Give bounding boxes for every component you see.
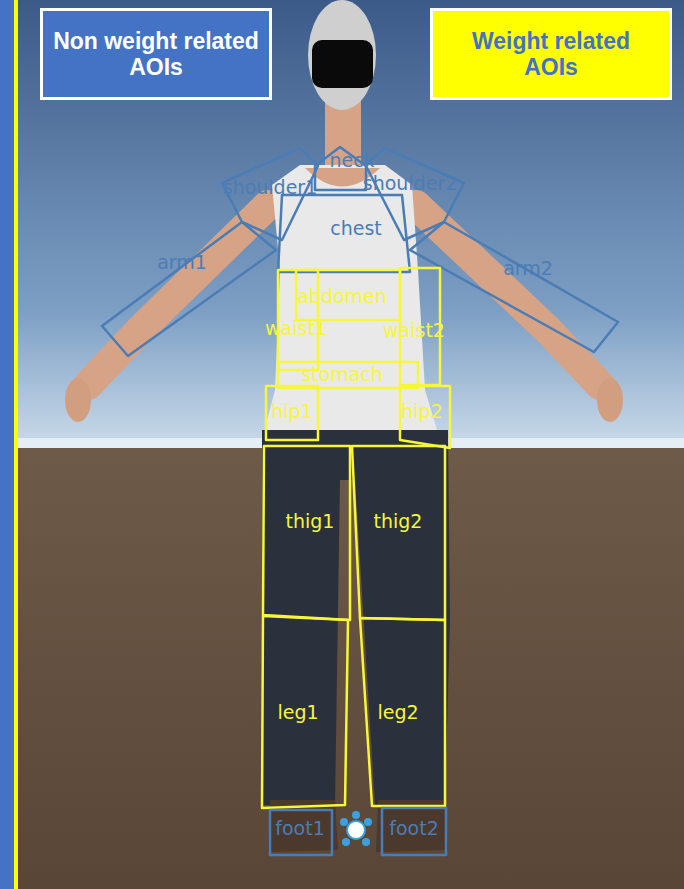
aoi-polygon bbox=[382, 808, 446, 855]
legend-swatch: Weight related AOIs bbox=[430, 8, 672, 100]
aoi-region: thig1 bbox=[263, 446, 350, 620]
legend-text: Non weight related AOIs bbox=[43, 28, 269, 81]
aoi-label: leg2 bbox=[377, 703, 418, 722]
aoi-label: chest bbox=[330, 219, 382, 238]
aoi-polygon bbox=[278, 362, 418, 388]
vr-goggles bbox=[312, 40, 373, 88]
aoi-region: waist1 bbox=[278, 270, 318, 370]
aoi-polygon bbox=[400, 386, 450, 448]
aoi-region: chest bbox=[278, 195, 410, 272]
aoi-polygon bbox=[296, 270, 400, 320]
hand bbox=[597, 378, 623, 422]
aoi-label: waist2 bbox=[383, 321, 445, 340]
aoi-outline bbox=[352, 446, 445, 620]
aoi-outline bbox=[263, 446, 350, 620]
aoi-region: arm1 bbox=[102, 222, 276, 356]
aoi-region: waist2 bbox=[400, 268, 440, 385]
border-line bbox=[14, 0, 18, 889]
aoi-label: thig2 bbox=[374, 512, 423, 531]
aoi-label: neck bbox=[329, 151, 374, 170]
aoi-region: foot2 bbox=[382, 808, 446, 855]
legend-swatch: Non weight related AOIs bbox=[40, 8, 272, 100]
aoi-label: hip1 bbox=[271, 402, 312, 421]
helmet bbox=[308, 0, 376, 110]
aoi-label: foot1 bbox=[275, 819, 324, 838]
aoi-label: leg1 bbox=[277, 703, 318, 722]
aoi-label: arm2 bbox=[503, 259, 553, 278]
aoi-label: foot2 bbox=[389, 819, 438, 838]
aoi-polygon bbox=[266, 386, 318, 440]
aoi-label: thig1 bbox=[286, 512, 335, 531]
aoi-polygon bbox=[278, 195, 410, 272]
aoi-polygon bbox=[352, 446, 445, 620]
tank-top bbox=[262, 165, 440, 440]
aoi-region: leg1 bbox=[262, 616, 348, 808]
aoi-region: hip1 bbox=[266, 386, 318, 440]
aoi-label: abdomen bbox=[297, 287, 387, 306]
aoi-polygon bbox=[262, 616, 348, 808]
aoi-outline bbox=[102, 222, 276, 356]
aoi-label: shoulder1 bbox=[223, 178, 318, 197]
aoi-label: waist1 bbox=[265, 319, 327, 338]
light-gizmo bbox=[340, 811, 372, 846]
aoi-region: abdomen bbox=[296, 270, 400, 320]
aoi-label: arm1 bbox=[157, 253, 207, 272]
aoi-region: thig2 bbox=[352, 446, 445, 620]
legend-text: Weight related AOIs bbox=[433, 28, 669, 81]
aoi-polygon bbox=[102, 222, 276, 356]
aoi-label: shoulder2 bbox=[363, 174, 458, 193]
sky bbox=[0, 0, 684, 445]
aoi-polygon bbox=[270, 810, 332, 855]
aoi-label: hip2 bbox=[401, 402, 442, 421]
aoi-polygon bbox=[263, 446, 350, 620]
aoi-polygon bbox=[360, 618, 445, 806]
aoi-label: stomach bbox=[301, 365, 383, 384]
aoi-region: stomach bbox=[278, 362, 418, 388]
aoi-region: hip2 bbox=[400, 386, 450, 448]
ground bbox=[0, 448, 684, 889]
aoi-region: neck bbox=[315, 147, 366, 190]
border-stripe bbox=[0, 0, 14, 889]
hand bbox=[65, 378, 91, 422]
aoi-region: leg2 bbox=[360, 618, 445, 806]
aoi-region: foot1 bbox=[270, 810, 332, 855]
